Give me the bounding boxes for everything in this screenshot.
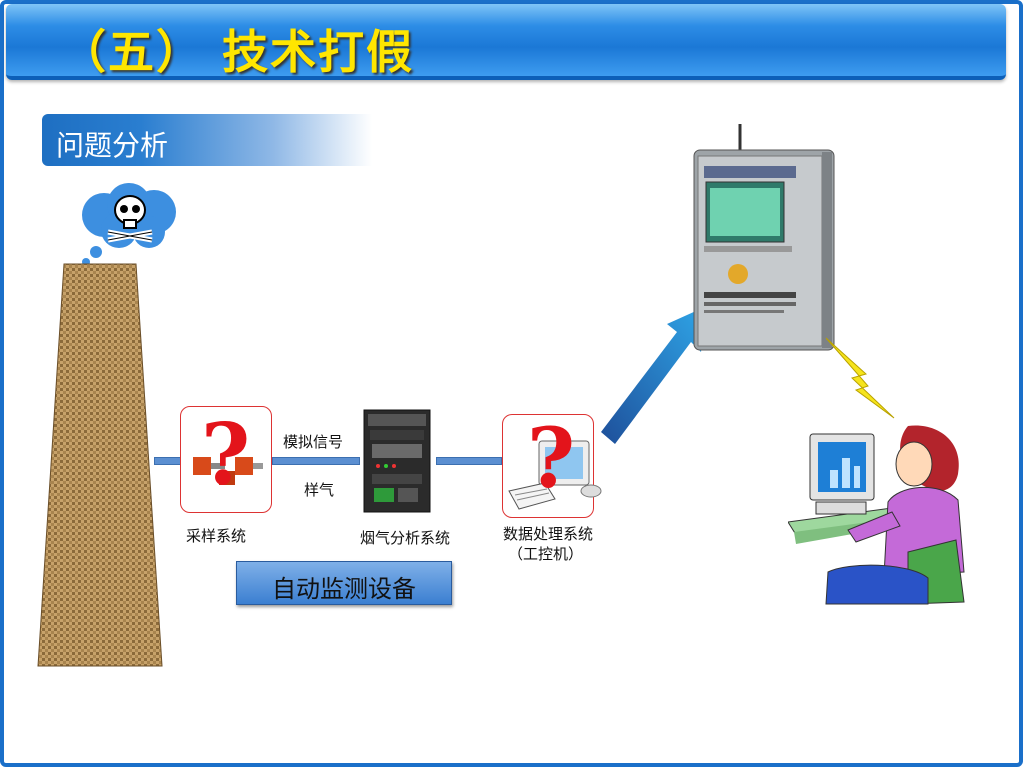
auto-monitor-label: 自动监测设备 <box>272 575 416 603</box>
auto-monitor-button[interactable]: 自动监测设备 <box>236 561 452 605</box>
computer-icon <box>508 440 602 510</box>
sample-gas-label: 样气 <box>304 481 335 499</box>
chimney-icon <box>37 263 163 667</box>
ipc-label: （工控机） <box>508 545 584 563</box>
sampling-system-box: ? <box>180 405 272 513</box>
flue-gas-system-label: 烟气分析系统 <box>360 529 451 547</box>
section-tab: 问题分析 <box>42 114 372 166</box>
page-title: （五） 技术打假 <box>60 25 415 79</box>
pipe-segment <box>272 457 360 465</box>
analog-signal-label: 模拟信号 <box>283 433 344 451</box>
question-mark-icon: ? <box>527 411 576 507</box>
sampler-device-icon <box>193 457 263 485</box>
question-mark-icon: ? <box>201 405 251 504</box>
pipe-segment <box>436 457 502 465</box>
data-processing-label: 数据处理系统 <box>503 525 594 543</box>
analyzer-cabinet-icon <box>363 409 431 513</box>
section-label: 问题分析 <box>56 129 169 162</box>
sampling-system-label: 采样系统 <box>186 527 247 545</box>
arrow-up-right-icon <box>601 306 707 444</box>
lightning-icon <box>825 337 895 419</box>
skull-icon <box>82 183 176 266</box>
data-collector-device-icon <box>693 124 835 351</box>
title-bar: （五） 技术打假 <box>6 4 1006 80</box>
data-processing-box: ? <box>502 411 602 518</box>
computer-user-icon <box>788 425 965 605</box>
